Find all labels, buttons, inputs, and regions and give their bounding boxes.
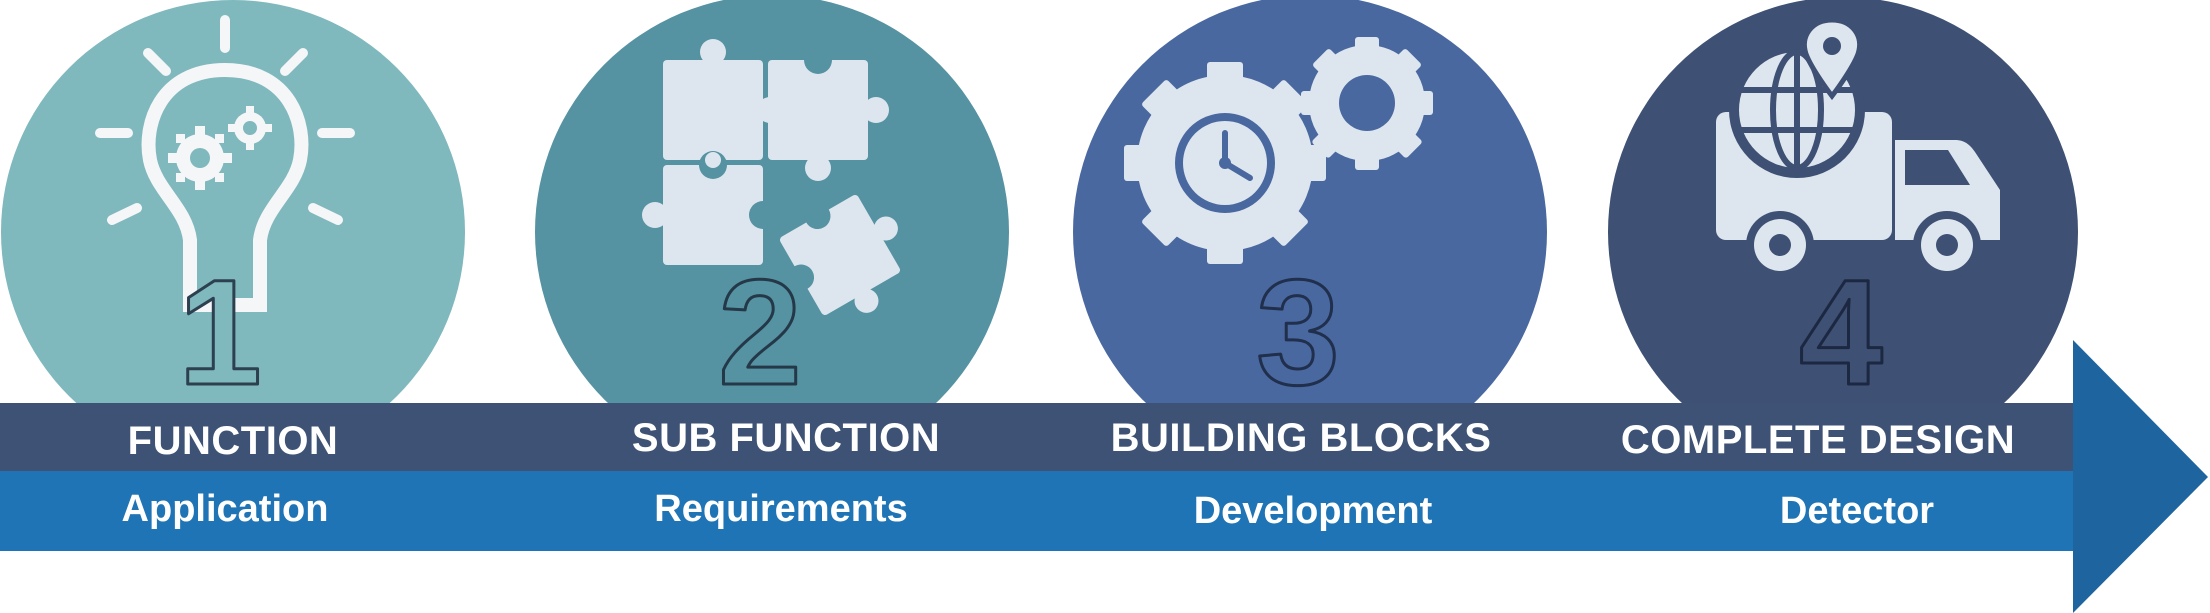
arrow-head xyxy=(2073,340,2208,613)
title-band xyxy=(0,403,2075,471)
stage-4-number: 4 xyxy=(1799,248,1882,416)
stage-1-subtitle: Application xyxy=(122,488,329,530)
stage-1-number: 1 xyxy=(178,248,261,416)
lightbulb-gears-icon xyxy=(95,15,355,312)
stage-2-circle xyxy=(535,0,1009,469)
stage-1-circle xyxy=(1,0,465,464)
puzzle-pieces-icon xyxy=(642,39,901,316)
stage-3-title: BUILDING BLOCKS xyxy=(1111,416,1492,460)
stage-4-subtitle: Detector xyxy=(1780,490,1934,532)
stage-2-subtitle: Requirements xyxy=(654,488,907,530)
stage-3-number: 3 xyxy=(1256,248,1339,416)
gears-clock-icon xyxy=(1124,37,1433,264)
subtitle-band xyxy=(0,471,2075,551)
stage-3-subtitle: Development xyxy=(1194,490,1433,532)
stage-1-title: FUNCTION xyxy=(128,419,339,463)
stage-4-title: COMPLETE DESIGN xyxy=(1621,418,2015,462)
stage-2-title: SUB FUNCTION xyxy=(632,416,940,460)
stage-2-number: 2 xyxy=(718,248,801,416)
delivery-truck-globe-icon xyxy=(1716,17,2000,279)
